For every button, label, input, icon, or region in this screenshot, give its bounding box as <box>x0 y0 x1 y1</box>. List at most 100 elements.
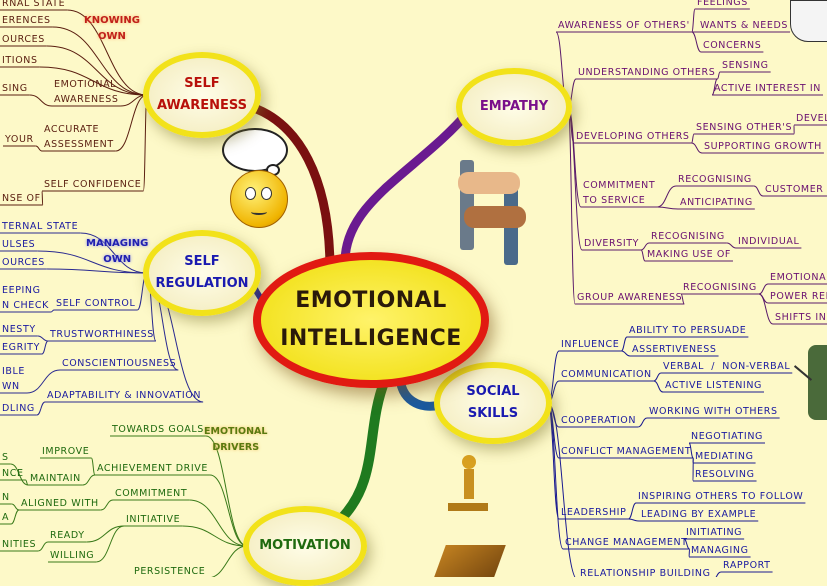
self-awareness-topic[interactable]: ERENCES <box>0 13 53 28</box>
self-regulation-topic[interactable]: EGRITY <box>0 340 42 355</box>
social-skills-topic[interactable]: CHANGE MANAGEMENT <box>563 535 690 550</box>
social-skills-topic[interactable]: RAPPORT <box>721 558 773 573</box>
self-awareness-topic[interactable]: SING <box>0 81 30 96</box>
empathy-topic[interactable]: CONCERNS <box>701 38 763 53</box>
topic-connector <box>628 503 636 519</box>
empathy-topic[interactable]: DEVELO <box>794 111 827 126</box>
empathy-topic[interactable]: WANTS & NEEDS <box>698 18 790 33</box>
topic-connector <box>754 186 763 196</box>
empathy-topic[interactable]: AWARENESS OF OTHERS' <box>556 18 692 33</box>
motivation-topic[interactable]: WILLING <box>48 548 96 563</box>
social-skills-topic[interactable]: ACTIVE LISTENING <box>663 378 764 393</box>
social-skills-topic[interactable]: RELATIONSHIP BUILDING <box>578 566 713 581</box>
empathy-topic[interactable]: ACTIVE INTEREST IN <box>712 81 823 96</box>
empathy-topic[interactable]: COMMITMENT TO SERVICE <box>581 178 657 208</box>
topic-connector <box>638 418 647 427</box>
motivation-topic[interactable]: ALIGNED WITH <box>19 496 101 511</box>
hub-social-skills[interactable]: SOCIAL SKILLS <box>434 362 552 444</box>
empathy-topic[interactable]: SUPPORTING GROWTH <box>702 139 824 154</box>
social-skills-topic[interactable]: INSPIRING OTHERS TO FOLLOW <box>636 489 805 504</box>
self-regulation-topic[interactable]: DLING <box>0 401 37 416</box>
empathy-topic[interactable]: GROUP AWARENESS <box>575 290 684 305</box>
motivation-topic[interactable]: S <box>0 450 11 465</box>
empathy-topic[interactable]: CUSTOMER N <box>763 182 827 197</box>
social-skills-topic[interactable]: LEADERSHIP <box>559 505 628 520</box>
self-awareness-topic[interactable]: ACCURATE ASSESSMENT <box>42 122 116 152</box>
motivation-topic[interactable]: INITIATIVE <box>124 512 182 527</box>
self-regulation-topic[interactable]: TERNAL STATE <box>0 219 80 234</box>
social-skills-topic[interactable]: MEDIATING <box>693 449 756 464</box>
empathy-topic[interactable]: RECOGNISING <box>681 280 759 295</box>
hub-self-regulation[interactable]: SELF REGULATION <box>143 230 261 316</box>
motivation-topic[interactable]: NITIES <box>0 537 38 552</box>
empathy-topic[interactable]: RECOGNISING <box>676 172 754 187</box>
empathy-topic[interactable]: DEVELOPING OTHERS <box>574 129 692 144</box>
central-topic-emotional-intelligence[interactable]: EMOTIONAL INTELLIGENCE <box>253 252 489 388</box>
empathy-topic[interactable]: FEELINGS <box>695 0 750 10</box>
empathy-topic[interactable]: ANTICIPATING <box>678 195 755 210</box>
thinking-smiley-icon <box>230 170 288 228</box>
empathy-topic[interactable]: SENSING OTHER'S <box>694 120 794 135</box>
motivation-topic[interactable]: ACHIEVEMENT DRIVE <box>95 461 210 476</box>
motivation-topic[interactable]: N <box>0 490 12 505</box>
motivation-topic[interactable]: MAINTAIN <box>28 471 83 486</box>
social-skills-topic[interactable]: RESOLVING <box>693 467 757 482</box>
self-regulation-topic[interactable]: SELF CONTROL <box>54 296 137 311</box>
self-awareness-topic[interactable]: EMOTIONAL AWARENESS <box>52 77 121 107</box>
topic-connector <box>759 284 768 294</box>
empathy-topic[interactable]: SHIFTS IN <box>773 310 827 325</box>
topic-connector <box>692 9 695 32</box>
social-skills-topic[interactable]: NEGOTIATING <box>689 429 765 444</box>
empathy-topic[interactable]: SENSING <box>720 58 771 73</box>
empathy-topic[interactable]: MAKING USE OF <box>645 247 733 262</box>
self-regulation-topic[interactable]: CONSCIENTIOUSNESS <box>60 356 178 371</box>
topic-connector <box>717 72 720 79</box>
self-awareness-topic[interactable]: OURCES <box>0 32 47 47</box>
social-skills-topic[interactable]: MANAGING <box>689 543 751 558</box>
motivation-topic[interactable]: COMMITMENT <box>113 486 189 501</box>
topic-connector <box>657 207 678 209</box>
topic-connector <box>30 95 52 106</box>
self-regulation-topic[interactable]: NESTY <box>0 322 38 337</box>
motivation-topic[interactable]: IMPROVE <box>40 444 91 459</box>
empathy-topic[interactable]: UNDERSTANDING OTHERS <box>576 65 717 80</box>
empathy-topic[interactable]: RECOGNISING <box>649 229 727 244</box>
hub-self-awareness[interactable]: SELF AWARENESS <box>143 52 261 138</box>
social-skills-topic[interactable]: VERBAL / NON-VERBAL <box>661 359 792 374</box>
self-awareness-topic[interactable]: YOUR <box>3 132 36 147</box>
social-skills-topic[interactable]: CONFLICT MANAGEMENT <box>559 444 693 459</box>
empathy-topic[interactable]: INDIVIDUAL <box>736 234 801 249</box>
self-awareness-topic[interactable]: ITIONS <box>0 53 40 68</box>
hub-motivation[interactable]: MOTIVATION <box>243 506 367 586</box>
motivation-topic[interactable]: A <box>0 510 11 525</box>
social-skills-topic[interactable]: LEADING BY EXAMPLE <box>639 507 758 522</box>
social-skills-topic[interactable]: INITIATING <box>684 525 744 540</box>
motivation-topic[interactable]: NCE <box>0 466 26 481</box>
self-regulation-topic[interactable]: TRUSTWORTHINESS <box>48 327 156 342</box>
topic-connector <box>207 546 247 577</box>
social-skills-topic[interactable]: ABILITY TO PERSUADE <box>627 323 748 338</box>
self-regulation-topic[interactable]: ULSES <box>0 237 37 252</box>
empathy-topic[interactable]: POWER RELA <box>768 289 827 304</box>
social-skills-topic[interactable]: INFLUENCE <box>559 337 621 352</box>
self-regulation-topic[interactable]: IBLE WN <box>0 364 27 394</box>
self-regulation-topic[interactable]: ADAPTABILITY & INNOVATION <box>45 388 203 403</box>
empathy-topic[interactable]: DIVERSITY <box>582 236 641 251</box>
empathy-topic[interactable]: EMOTIONAL <box>768 270 827 285</box>
self-awareness-topic[interactable]: NSE OF <box>0 191 43 206</box>
self-awareness-topic[interactable]: RNAL STATE <box>0 0 67 11</box>
social-skills-topic[interactable]: COOPERATION <box>559 413 638 428</box>
social-skills-topic[interactable]: COMMUNICATION <box>559 367 654 382</box>
sketch-figure-icon <box>790 0 827 42</box>
self-regulation-topic[interactable]: EEPING N CHECK <box>0 283 51 313</box>
topic-connector <box>96 526 124 562</box>
hub-empathy[interactable]: EMPATHY <box>456 68 572 146</box>
motivation-topic[interactable]: READY <box>48 528 87 543</box>
social-skills-topic[interactable]: WORKING WITH OTHERS <box>647 404 780 419</box>
topic-connector <box>654 373 661 381</box>
self-regulation-topic[interactable]: OURCES <box>0 255 47 270</box>
self-awareness-topic[interactable]: SELF CONFIDENCE <box>42 177 143 192</box>
tag-managing-own: MANAGING OWN <box>86 236 148 268</box>
social-skills-topic[interactable]: ASSERTIVENESS <box>630 342 719 357</box>
motivation-topic[interactable]: TOWARDS GOALS <box>110 422 206 437</box>
